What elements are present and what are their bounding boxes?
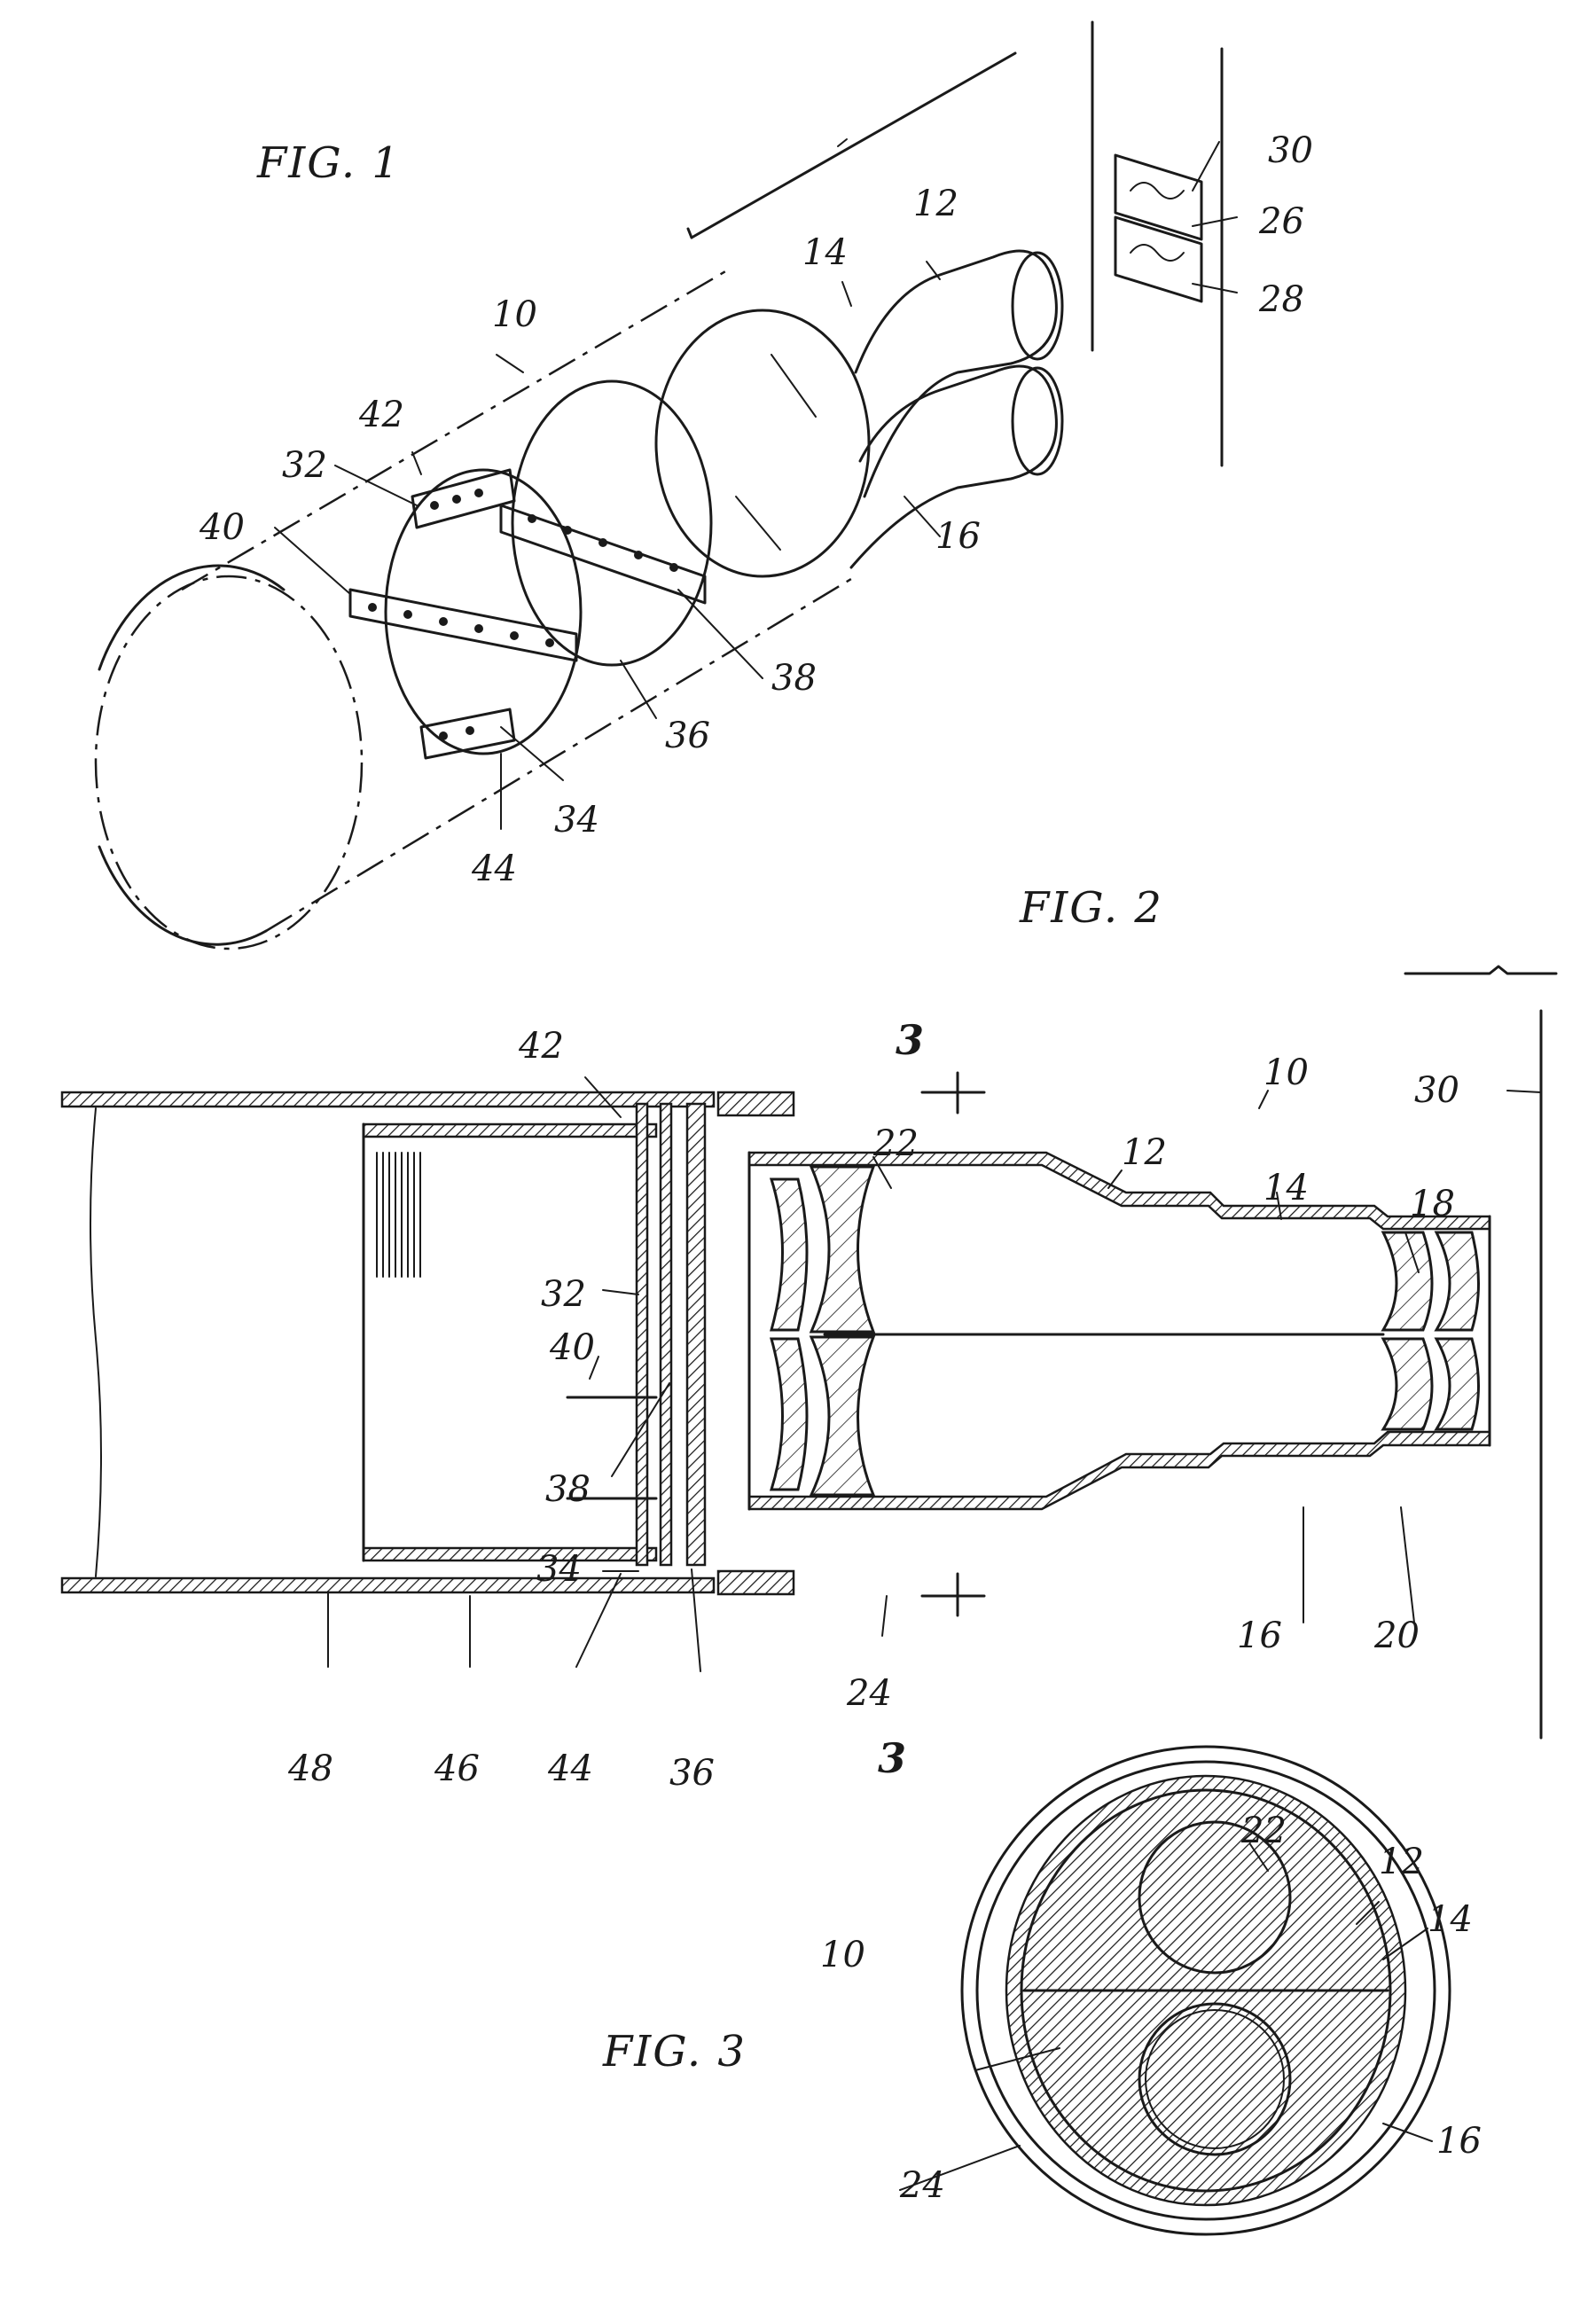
fig2-ref-30: 30: [1414, 1070, 1459, 1111]
fig1-ref-42: 42: [359, 395, 404, 435]
fig2-ref-24: 24: [847, 1673, 892, 1714]
fig3-label: FIG. 3: [603, 2027, 747, 2077]
fig1-ref-32: 32: [282, 445, 327, 486]
fig2-ref-34: 34: [536, 1549, 582, 1590]
fig2-ref-22: 22: [873, 1123, 919, 1164]
fig2-ref-42: 42: [519, 1026, 564, 1067]
leader-lines: [274, 141, 1542, 2191]
fig2-ref-32: 32: [541, 1274, 586, 1315]
fig1-ref-10: 10: [492, 294, 537, 335]
fig1-ref-30: 30: [1268, 130, 1313, 171]
fig3-ref-16: 16: [1436, 2121, 1482, 2162]
fig1-drawing: [94, 20, 1224, 950]
fig1-ref-14: 14: [802, 232, 848, 273]
fig1-ref-38: 38: [771, 658, 817, 699]
fig1-ref-12: 12: [913, 184, 958, 224]
fig3-ref-10: 10: [820, 1935, 865, 1975]
fig2-ref-40: 40: [550, 1327, 595, 1368]
fig2-ref-18: 18: [1410, 1184, 1455, 1224]
fig2-ref-16: 16: [1237, 1615, 1282, 1656]
fig3-ref-22: 22: [1241, 1811, 1287, 1851]
fig3-drawing: [960, 1745, 1451, 2236]
fig1-ref-34: 34: [554, 800, 599, 841]
fig1-ref-26: 26: [1259, 201, 1304, 242]
fig2-section-3-bottom: 3: [878, 1734, 907, 1782]
fig2-ref-10: 10: [1264, 1052, 1309, 1093]
fig2-ref-36: 36: [669, 1753, 715, 1794]
fig2-ref-48: 48: [288, 1748, 333, 1789]
fig1-ref-36: 36: [665, 716, 710, 756]
fig2-ref-14: 14: [1264, 1168, 1309, 1208]
fig2-ref-12: 12: [1122, 1132, 1167, 1173]
fig2-label: FIG. 2: [1020, 883, 1163, 933]
fig3-ref-12: 12: [1379, 1842, 1424, 1882]
fig3-ref-24: 24: [900, 2165, 945, 2206]
fig2-ref-20: 20: [1374, 1615, 1420, 1656]
fig1-ref-40: 40: [200, 507, 245, 548]
fig2-drawing: [60, 965, 1558, 1740]
fig3-ref-14: 14: [1428, 1899, 1473, 1940]
fig2-ref-46: 46: [434, 1748, 480, 1789]
fig1-label: FIG. 1: [257, 138, 401, 188]
fig2-ref-44: 44: [548, 1748, 593, 1789]
fig1-ref-28: 28: [1259, 279, 1304, 320]
fig1-ref-16: 16: [935, 516, 981, 557]
fig1-ref-44: 44: [472, 849, 517, 889]
fig2-section-3-top: 3: [896, 1016, 925, 1064]
fig2-ref-38: 38: [545, 1469, 591, 1510]
